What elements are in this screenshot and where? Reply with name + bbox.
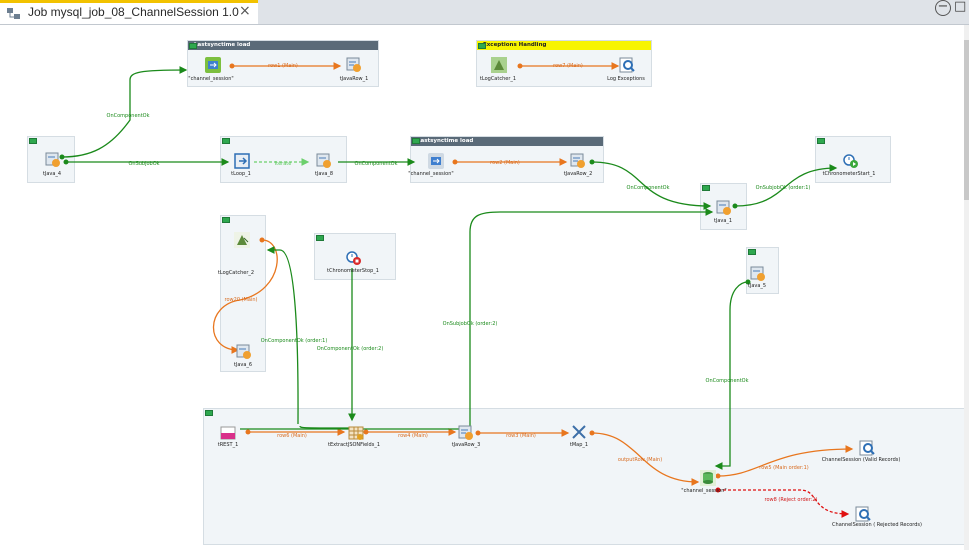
- subjob-toggle-icon[interactable]: [817, 138, 825, 144]
- component-label: ChannelSession (Valid Records): [821, 457, 901, 463]
- component-label: tREST_1: [217, 442, 239, 448]
- component-label: tChronometerStart_1: [822, 171, 876, 177]
- component-label: ChannelSession ( Rejected Records): [832, 522, 922, 528]
- component-label: "channel_session": [681, 488, 727, 494]
- rest-icon: [220, 426, 236, 440]
- job-icon: [7, 8, 20, 19]
- subjob-toggle-icon[interactable]: [412, 138, 420, 144]
- java-row-icon: [458, 425, 473, 440]
- close-icon[interactable]: ×: [239, 3, 251, 19]
- subjob-toggle-icon[interactable]: [316, 235, 324, 241]
- component-label: tJava_5: [747, 283, 767, 289]
- subjob-box[interactable]: [203, 408, 966, 545]
- chrono-start-icon: [843, 154, 858, 168]
- link-label[interactable]: Iterate: [274, 161, 292, 167]
- link-label[interactable]: OnComponentOk: [354, 161, 398, 167]
- java-icon: [236, 344, 251, 359]
- link-label[interactable]: row4 (Main): [398, 433, 428, 439]
- db-input-icon: [428, 153, 444, 169]
- link-label[interactable]: OnComponentOk: [626, 185, 670, 191]
- link-label[interactable]: OnSubjobOk: [128, 161, 160, 167]
- job-tab[interactable]: Job mysql_job_08_ChannelSession 1.0 ×: [0, 0, 258, 24]
- java-icon: [45, 152, 60, 167]
- subjob-toggle-icon[interactable]: [205, 410, 213, 416]
- link-label[interactable]: OnSubjobOk (order:2): [442, 321, 498, 327]
- log-catcher-icon: [234, 232, 250, 248]
- subjob-toggle-icon[interactable]: [222, 217, 230, 223]
- component-label: "channel_session": [188, 76, 234, 82]
- component-label: tChronometerStop_1: [327, 268, 379, 274]
- subjob-toggle-icon[interactable]: [222, 138, 230, 144]
- loop-icon: [234, 153, 250, 169]
- component-label: tJavaRow_1: [339, 76, 369, 82]
- link-label[interactable]: OnComponentOk (order:1): [260, 338, 328, 344]
- link-label[interactable]: row1 (Main): [268, 63, 298, 69]
- link-label[interactable]: row6 (Main): [277, 433, 307, 439]
- subjob-header: Lastsynctime load: [188, 41, 378, 50]
- subjob-header: Exceptions Handling: [477, 41, 651, 50]
- component-label: tJava_8: [314, 171, 334, 177]
- vertical-scrollbar[interactable]: [964, 25, 969, 550]
- subjob-toggle-icon[interactable]: [29, 138, 37, 144]
- link-label[interactable]: outputRow (Main): [617, 457, 663, 463]
- component-label: tJavaRow_2: [563, 171, 593, 177]
- connection-layer: [59, 62, 854, 518]
- subjob-header: Lastsynctime load: [411, 137, 603, 146]
- editor-tab-bar: Job mysql_job_08_ChannelSession 1.0 × − …: [0, 0, 969, 25]
- log-row-icon: [619, 57, 635, 73]
- chrono-stop-icon: [346, 251, 361, 265]
- link-label[interactable]: row5 (Main order:1): [759, 465, 809, 471]
- link-label[interactable]: OnComponentOk: [106, 113, 150, 119]
- component-label: tJava_1: [713, 218, 733, 224]
- link-label[interactable]: row3 (Main): [506, 433, 536, 439]
- java-icon: [316, 153, 331, 168]
- log-catcher-icon: [491, 57, 507, 73]
- map-icon: [572, 425, 586, 439]
- component-label: tLogCatcher_1: [479, 76, 517, 82]
- log-row-icon: [859, 440, 875, 456]
- component-label: tJavaRow_3: [451, 442, 481, 448]
- maximize-button[interactable]: □: [954, 0, 967, 14]
- java-row-icon: [346, 57, 361, 72]
- subjob-toggle-icon[interactable]: [189, 43, 197, 49]
- db-input-icon: [205, 57, 221, 73]
- link-label[interactable]: OnComponentOk: [705, 378, 749, 384]
- subjob-toggle-icon[interactable]: [478, 43, 486, 49]
- subjob-toggle-icon[interactable]: [702, 185, 710, 191]
- minimize-button[interactable]: −: [935, 0, 951, 16]
- component-label: tLogCatcher_2: [217, 270, 255, 276]
- link-label[interactable]: row7 (Main): [553, 63, 583, 69]
- link-label[interactable]: OnComponentOk (order:2): [316, 346, 384, 352]
- component-label: tMap_1: [569, 442, 589, 448]
- java-icon: [750, 266, 765, 281]
- link-label[interactable]: OnSubjobOk (order:1): [755, 185, 811, 191]
- json-extract-icon: [348, 426, 364, 440]
- scrollbar-thumb[interactable]: [964, 40, 969, 200]
- tab-title: Job mysql_job_08_ChannelSession 1.0: [28, 5, 239, 19]
- java-row-icon: [570, 153, 585, 168]
- component-label: tLoop_1: [231, 171, 251, 177]
- java-icon: [716, 200, 731, 215]
- component-label: tJava_4: [42, 171, 62, 177]
- component-label: Log Exceptions: [607, 76, 645, 82]
- log-row-icon: [855, 506, 871, 522]
- component-label: tExtractJSONFields_1: [327, 442, 381, 448]
- link-label[interactable]: row2 (Main): [490, 160, 520, 166]
- link-label[interactable]: row8 (Reject order:2): [764, 497, 818, 503]
- component-label: "channel_session": [408, 171, 454, 177]
- db-output-icon: [700, 470, 716, 486]
- link-label[interactable]: row20 (Main): [224, 297, 258, 303]
- component-label: tJava_6: [233, 362, 253, 368]
- subjob-toggle-icon[interactable]: [748, 249, 756, 255]
